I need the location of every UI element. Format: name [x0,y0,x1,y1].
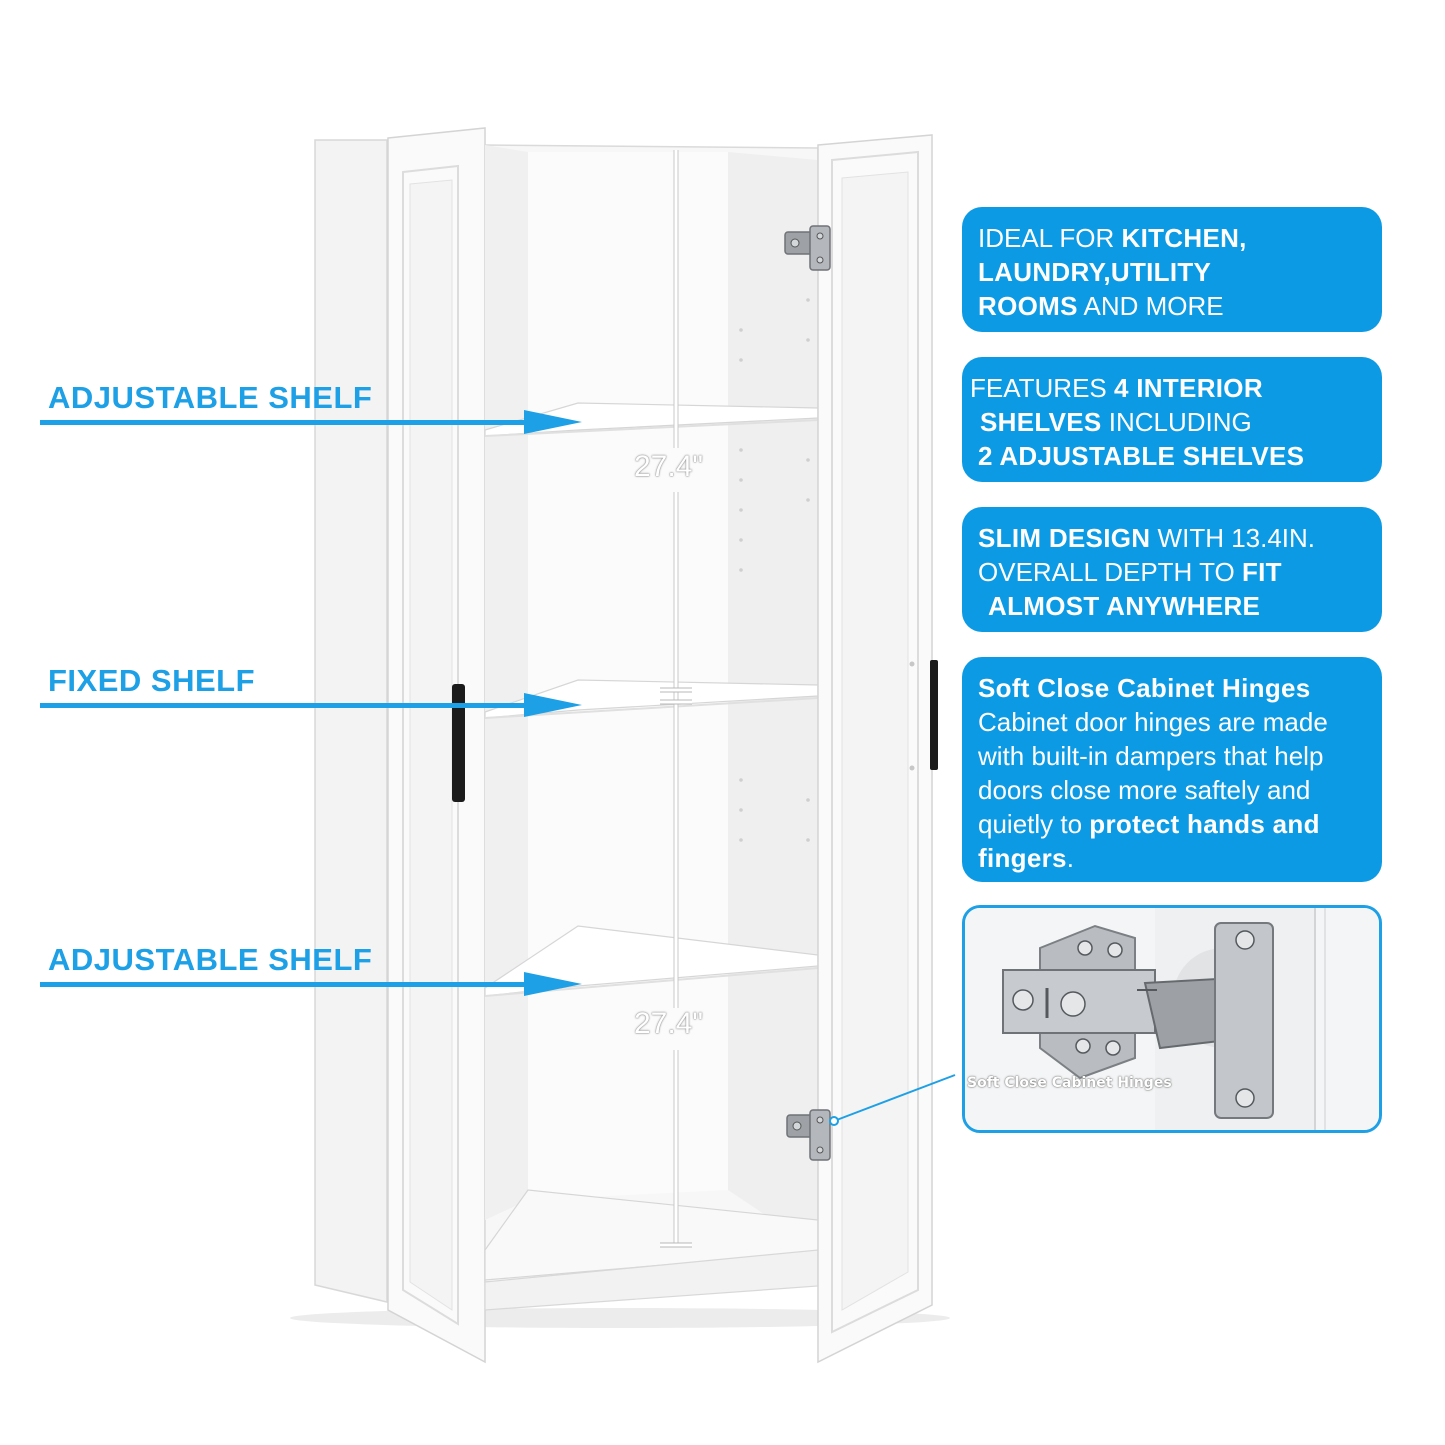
arrow-line-middle [40,703,530,708]
arrow-line-bottom [40,982,530,987]
arrow-head-bottom [524,972,582,996]
inset-caption: Soft Close Cabinet Hinges [967,1075,1172,1091]
hinges-info-box: Soft Close Cabinet Hinges Cabinet door h… [962,657,1382,882]
right-door-handle [930,660,938,770]
hinges-title: Soft Close Cabinet Hinges [978,673,1311,703]
shelves-info-box: FEATURES 4 INTERIOR SHELVES INCLUDING 2 … [962,357,1382,482]
hinge-top [784,225,831,271]
adjustable-shelf-label-top: ADJUSTABLE SHELF [48,380,373,415]
left-door-handle [452,684,465,802]
hinge-callout-line [833,1074,956,1122]
dimension-upper-label: 27.4" [634,450,704,483]
hinge-inset-panel: Soft Close Cabinet Hinges [962,905,1382,1133]
slim-design-info-box: SLIM DESIGN WITH 13.4IN. OVERALL DEPTH T… [962,507,1382,632]
arrow-head-middle [524,693,582,717]
hinge-photo [965,908,1379,1130]
rooms-info-box: IDEAL FOR KITCHEN, LAUNDRY,UTILITY ROOMS… [962,207,1382,332]
hinge-bottom [786,1109,831,1161]
cabinet-side-panel [314,139,388,1303]
dimension-line [660,150,692,1248]
arrow-line-top [40,420,530,425]
hinge-callout-dot [829,1116,839,1126]
dimension-lower-label: 27.4" [634,1007,704,1040]
adjustable-shelf-label-bottom: ADJUSTABLE SHELF [48,942,373,977]
arrow-head-top [524,410,582,434]
fixed-shelf-label: FIXED SHELF [48,663,256,698]
